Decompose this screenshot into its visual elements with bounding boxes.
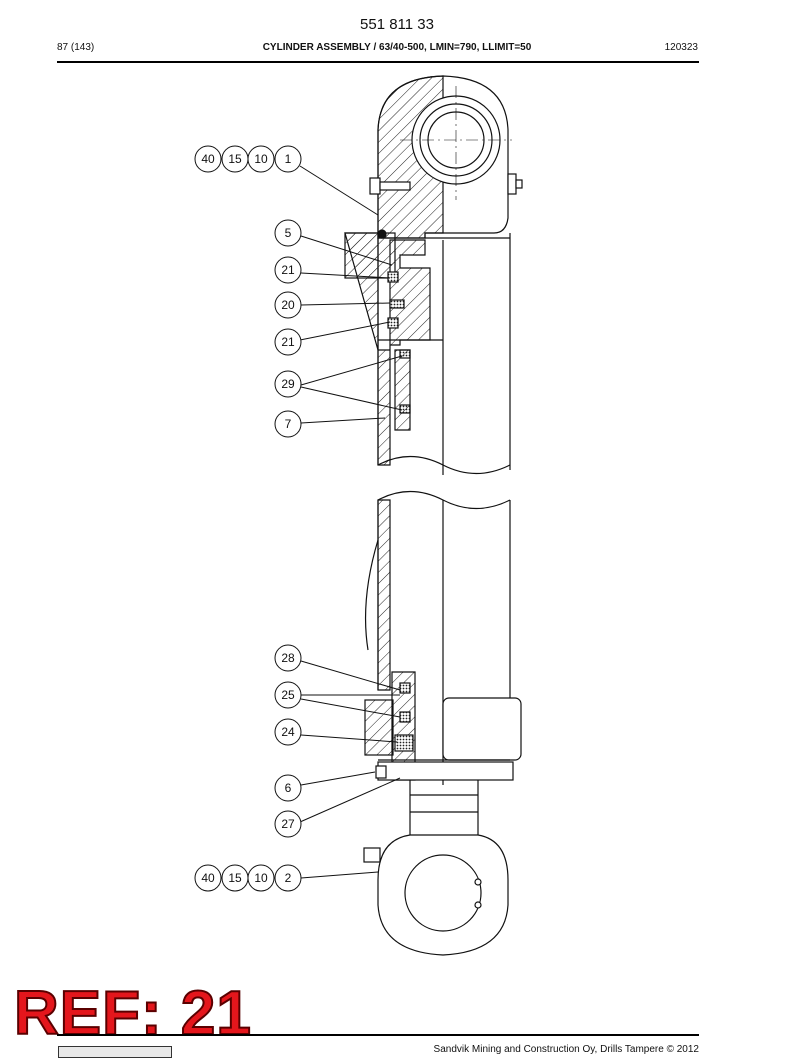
callout-balloon: 2 (285, 871, 292, 885)
callout-balloon: 15 (228, 152, 242, 166)
company-logo (58, 1046, 172, 1058)
callout-balloon: 6 (285, 781, 292, 795)
callout-balloon: 10 (254, 871, 268, 885)
document-number: 551 811 33 (360, 16, 434, 33)
callout-balloon: 40 (201, 871, 215, 885)
callout-balloon: 5 (285, 226, 292, 240)
footer-copyright: Sandvik Mining and Construction Oy, Dril… (433, 1044, 699, 1055)
callout-balloon: 27 (281, 817, 295, 831)
footer-rule (57, 1034, 699, 1036)
callout-group-1: 40 15 10 1 (194, 145, 302, 173)
callout-balloon: 24 (281, 725, 295, 739)
callout-balloon: 21 (281, 335, 295, 349)
callout-balloon: 40 (201, 152, 215, 166)
header-rule (57, 61, 699, 63)
page-counter: 87 (143) (57, 42, 95, 53)
page-title: CYLINDER ASSEMBLY / 63/40-500, LMIN=790,… (262, 42, 532, 53)
cylinder-outline (344, 75, 523, 956)
callout-balloon: 28 (281, 651, 295, 665)
callout-balloon: 1 (285, 152, 292, 166)
callout-balloon: 25 (281, 688, 295, 702)
callout-singles: 5 21 20 21 29 7 28 25 24 6 27 (274, 219, 302, 838)
callout-balloon: 29 (281, 377, 295, 391)
callout-balloon: 20 (281, 298, 295, 312)
date-code: 120323 (664, 42, 698, 53)
callout-balloon: 10 (254, 152, 268, 166)
callout-balloon: 21 (281, 263, 295, 277)
callout-balloon: 7 (285, 417, 292, 431)
callout-balloon: 15 (228, 871, 242, 885)
leader-lines (299, 165, 403, 879)
callout-group-2: 40 15 10 2 (194, 864, 302, 892)
